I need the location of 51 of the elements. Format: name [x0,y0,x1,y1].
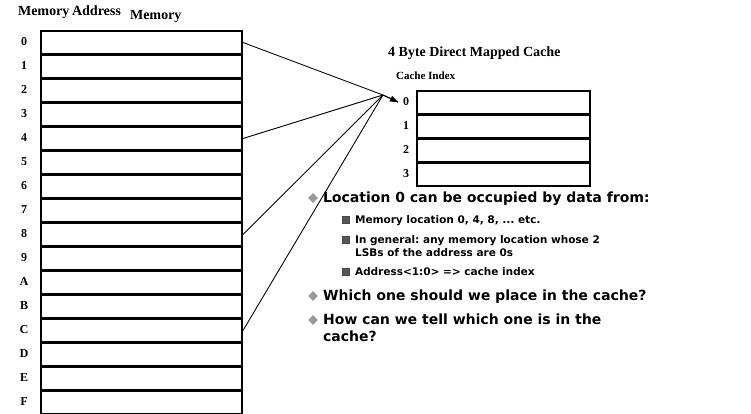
memory-cell [40,198,243,223]
address-label: C [18,322,30,336]
address-label: F [19,394,29,408]
memory-cell [40,318,243,343]
arrow [242,94,398,331]
column-heading: Memory [130,8,182,25]
cache-cell [416,138,591,163]
memory-cell [40,294,243,319]
bullet-text: Address<1:0> => cache index [355,266,535,279]
memory-cell [40,222,243,247]
address-label: 2 [20,82,28,96]
memory-cell [40,366,243,391]
address-label: A [18,274,30,288]
memory-cell [40,102,243,127]
bullet-text: Memory location 0, 4, 8, ... etc. [355,214,540,227]
bullet-text: In general: any memory location whose 2 LSBs of the address are 0s [355,234,601,260]
address-label: 0 [20,34,28,48]
index-label: 1 [402,118,410,132]
bullet-text: Which one should we place in the cache? [323,288,646,305]
memory-cell [40,78,243,103]
memory-cell [40,54,243,79]
cache-title: 4 Byte Direct Mapped Cache [388,45,560,62]
index-label: 0 [402,94,410,108]
address-label: 6 [20,178,28,192]
address-label: 4 [20,130,28,144]
memory-cell [40,174,243,199]
bullet-text: How can we tell which one is in the cache? [323,312,602,346]
cache-cell [416,90,591,115]
address-label: B [18,298,29,312]
memory-cell [40,246,243,271]
column-heading: Memory Address [18,4,121,21]
memory-cell [40,30,243,55]
address-label: 1 [20,58,28,72]
cache-cell [416,114,591,139]
bullet-text: Location 0 can be occupied by data from: [323,190,650,207]
memory-cell [40,150,243,175]
address-label: D [18,346,30,360]
index-label: 2 [402,142,410,156]
address-label: E [18,370,29,384]
address-label: 8 [20,226,28,240]
memory-cell [40,390,243,414]
memory-cell [40,126,243,151]
address-label: 7 [20,202,28,216]
address-label: 3 [20,106,28,120]
memory-cell [40,342,243,367]
cache-cell [416,162,591,187]
index-label: 3 [402,166,410,180]
address-label: 5 [20,154,28,168]
memory-cell [40,270,243,295]
column-heading: Cache Index [396,70,455,84]
address-label: 9 [20,250,28,264]
